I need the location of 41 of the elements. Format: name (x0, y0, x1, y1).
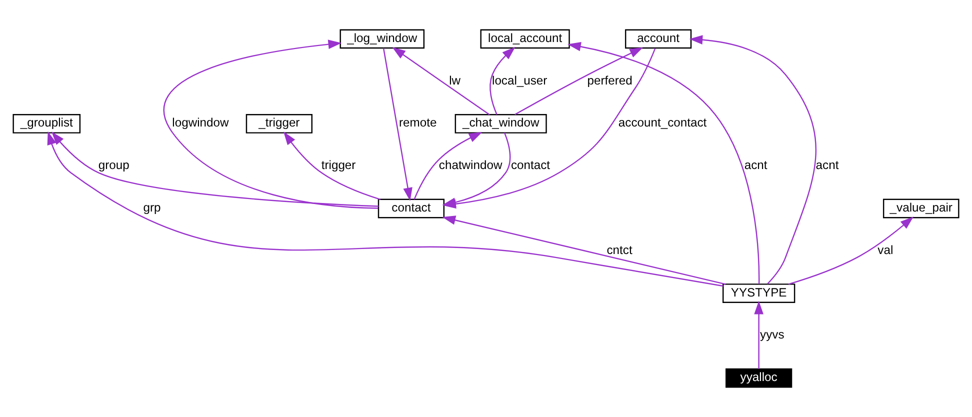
edge-label: group (98, 158, 130, 172)
node-box: _grouplist (12, 114, 81, 134)
edge-label: yyvs (760, 328, 784, 342)
node-box: _trigger (246, 114, 312, 134)
node-box: _chat_window (454, 114, 547, 134)
node-box: local_account (480, 29, 570, 49)
edge-label: perfered (587, 73, 632, 88)
edge-label: remote (399, 116, 437, 130)
edge-label: account_contact (618, 116, 707, 130)
edge-label: local_user (492, 73, 548, 88)
arrow (788, 216, 914, 285)
edge-label: lw (449, 73, 461, 88)
edge-label: logwindow (172, 116, 229, 130)
edge-label: trigger (321, 158, 356, 172)
arrow (490, 46, 516, 115)
arrow (164, 40, 378, 209)
arrow (442, 216, 726, 285)
node-box: _value_pair (882, 198, 960, 218)
edge-label: val (878, 242, 894, 257)
arrow (689, 35, 816, 284)
node-box: account (625, 29, 692, 49)
arrow (568, 42, 760, 284)
arrow (392, 47, 490, 116)
edge-label: chatwindow (438, 158, 502, 172)
arrow (754, 300, 764, 369)
arrow (414, 132, 482, 200)
arrow (442, 132, 511, 207)
arrow (51, 132, 378, 207)
arrow (283, 132, 381, 200)
node-box: _log_window (340, 29, 425, 49)
node-box: YYSTYPE (722, 284, 796, 303)
edge-label: contact (510, 158, 550, 172)
edge-label: acnt (744, 158, 768, 172)
edge-label: acnt (816, 158, 839, 172)
arrow (514, 47, 644, 116)
edge-label: grp (143, 200, 161, 215)
node-box: contact (378, 198, 445, 218)
arrow (47, 131, 724, 287)
node-box: yyalloc (726, 368, 792, 388)
edge-label: cntct (606, 242, 632, 257)
arrow (382, 48, 412, 202)
